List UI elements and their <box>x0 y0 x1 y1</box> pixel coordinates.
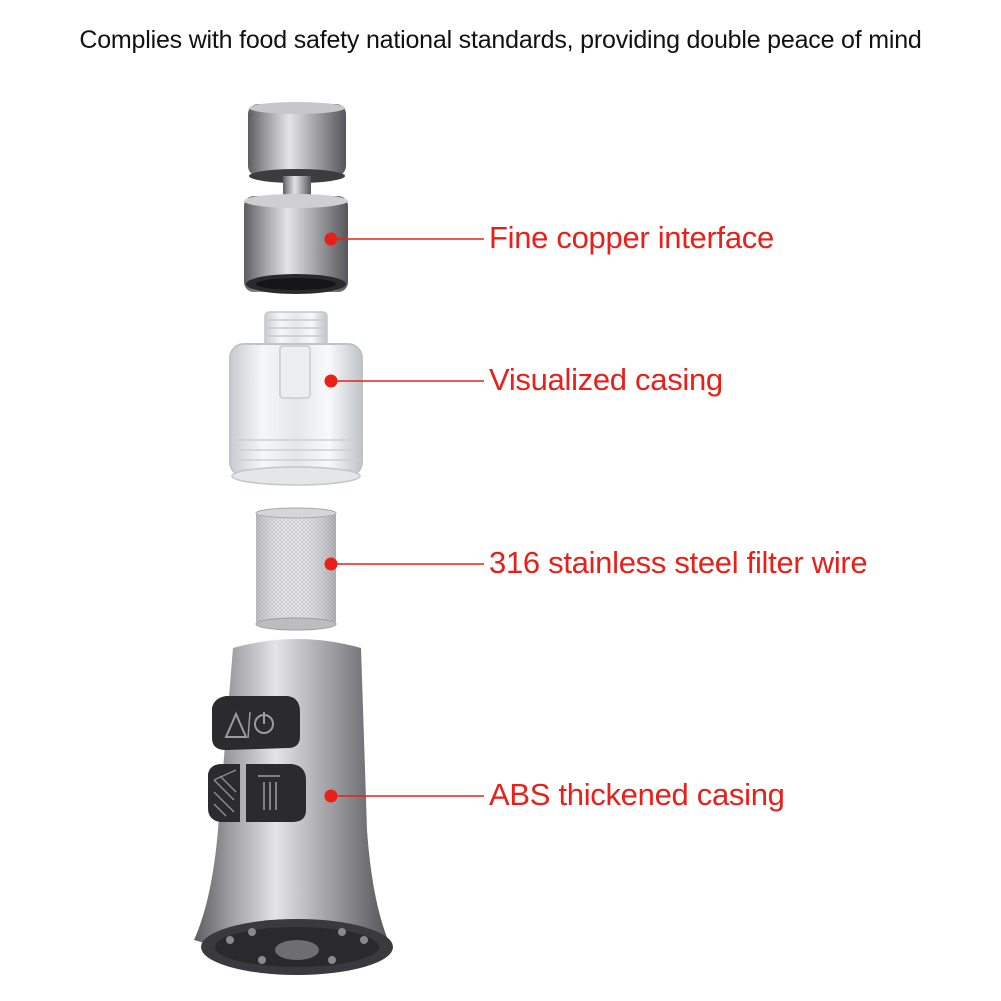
callout-casing-leader <box>324 374 484 388</box>
callout-copper-label: Fine copper interface <box>489 220 774 255</box>
callout-filter-leader <box>324 557 484 571</box>
sprayer-head-icon <box>194 639 393 975</box>
clear-casing-icon <box>229 311 363 486</box>
callout-abs-label: ABS thickened casing <box>489 777 785 812</box>
callout-copper-leader <box>324 232 484 246</box>
swivel-joint-icon <box>248 102 346 205</box>
callout-casing-label: Visualized casing <box>489 362 723 397</box>
callout-abs-leader <box>324 789 484 803</box>
mesh-filter-icon <box>255 507 337 631</box>
headline: Complies with food safety national stand… <box>79 26 922 54</box>
copper-connector-icon <box>244 194 348 294</box>
callout-filter-label: 316 stainless steel filter wire <box>489 545 868 580</box>
